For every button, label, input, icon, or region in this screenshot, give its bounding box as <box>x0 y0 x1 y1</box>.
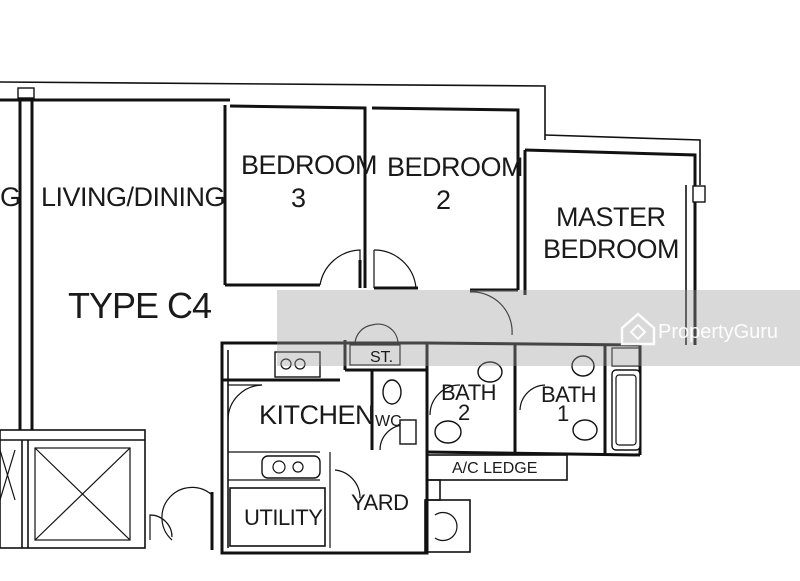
fixtures <box>261 344 598 479</box>
wc-label: WC <box>375 413 402 430</box>
yard-label: YARD <box>351 490 409 515</box>
bath1-label-line2: 1 <box>557 401 569 426</box>
bath2-label-line1: BATH <box>441 380 496 405</box>
utility-label: UTILITY <box>244 505 323 530</box>
living-dining-label: LIVING/DINING <box>41 182 225 212</box>
propertyguru-logo-icon <box>620 312 656 346</box>
watermark-brand-text: PropertyGuru <box>658 321 778 343</box>
propertyguru-watermark: PropertyGuru <box>620 312 778 346</box>
bedroom3-label-line2: 3 <box>291 183 306 213</box>
master-bedroom-label-line1: MASTER <box>556 202 666 232</box>
door-swings <box>227 249 546 499</box>
master-bedroom-label-line2: BEDROOM <box>543 234 679 264</box>
room-labels: G LIVING/DINING TYPE C4 BEDROOM 3 BEDROO… <box>0 150 680 530</box>
watermark-band <box>277 290 800 366</box>
kitchen-label: KITCHEN <box>259 400 374 430</box>
living-cut-label: G <box>0 182 21 212</box>
bedroom3-label-line1: BEDROOM <box>241 150 377 180</box>
ac-ledge-label: A/C LEDGE <box>452 460 537 477</box>
bedroom2-label-line2: 2 <box>436 185 451 215</box>
bath2-label-line2: 2 <box>458 400 470 425</box>
unit-type-label: TYPE C4 <box>68 285 211 326</box>
outer-walls <box>0 81 706 550</box>
bedroom2-label-line1: BEDROOM <box>387 152 523 182</box>
store-label: ST. <box>370 349 393 366</box>
bath1-label-line1: BATH <box>541 382 596 407</box>
service-core-walls <box>220 340 642 555</box>
